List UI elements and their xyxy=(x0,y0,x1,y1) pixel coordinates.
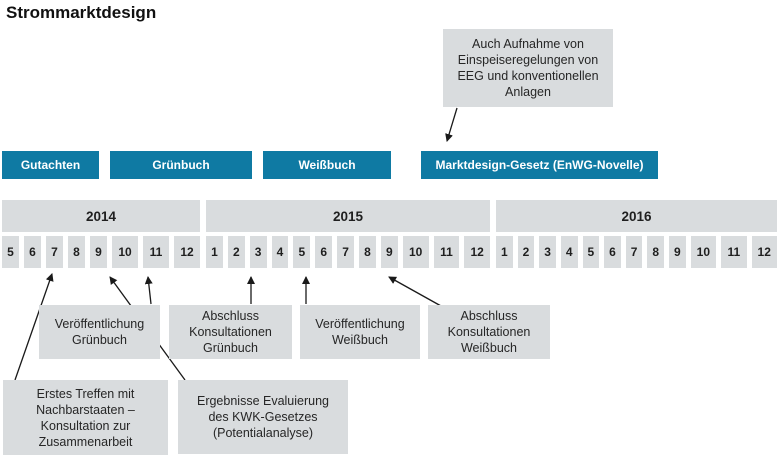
month-cell: 2 xyxy=(227,236,245,268)
month-cell: 8 xyxy=(359,236,376,268)
month-row-2016: 1 2 3 4 5 6 7 8 9 10 11 12 xyxy=(496,236,777,268)
month-cell: 2 xyxy=(517,236,535,268)
month-cell: 11 xyxy=(721,236,747,268)
month-cell: 1 xyxy=(496,236,513,268)
phase-bar-gutachten: Gutachten xyxy=(2,151,99,179)
month-cell: 6 xyxy=(24,236,41,268)
month-cell: 8 xyxy=(647,236,664,268)
month-cell: 10 xyxy=(690,236,717,268)
month-cell: 12 xyxy=(174,236,200,268)
year-cell-2015: 2015 xyxy=(206,200,490,232)
month-cell: 9 xyxy=(380,236,398,268)
month-row-2015: 1 2 3 4 5 6 7 8 9 10 11 12 xyxy=(206,236,491,268)
phase-bar-marktdesign-gesetz: Marktdesign-Gesetz (EnWG-Novelle) xyxy=(421,151,658,179)
phase-bar-weissbuch: Weißbuch xyxy=(263,151,391,179)
month-cell: 9 xyxy=(90,236,107,268)
callout-abschluss-konsultationen-weissbuch: Abschluss Konsultationen Weißbuch xyxy=(428,305,550,359)
month-cell: 1 xyxy=(206,236,223,268)
month-cell: 9 xyxy=(669,236,686,268)
annotation-enwg-note: Auch Aufnahme von Einspeiseregelungen vo… xyxy=(443,29,613,107)
month-cell: 6 xyxy=(315,236,333,268)
month-cell: 4 xyxy=(560,236,578,268)
callout-abschluss-konsultationen-gruenbuch: Abschluss Konsultationen Grünbuch xyxy=(169,305,292,359)
month-cell: 5 xyxy=(582,236,600,268)
month-cell: 11 xyxy=(433,236,460,268)
month-cell: 7 xyxy=(625,236,643,268)
month-cell: 3 xyxy=(249,236,267,268)
month-cell: 7 xyxy=(46,236,63,268)
page-title: Strommarktdesign xyxy=(6,3,157,22)
month-cell: 12 xyxy=(464,236,491,268)
month-cell: 7 xyxy=(337,236,355,268)
callout-erstes-treffen-nachbarstaaten: Erstes Treffen mit Nachbarstaaten – Kons… xyxy=(3,380,168,455)
year-cell-2014: 2014 xyxy=(2,200,200,232)
month-cell: 5 xyxy=(293,236,311,268)
month-row-2014: 5 6 7 8 9 10 11 12 xyxy=(2,236,200,268)
month-cell: 11 xyxy=(143,236,169,268)
year-cell-2016: 2016 xyxy=(496,200,777,232)
callout-ergebnisse-kwk-gesetz: Ergebnisse Evaluierung des KWK-Gesetzes … xyxy=(178,380,348,454)
phase-bar-gruenbuch: Grünbuch xyxy=(110,151,252,179)
month-cell: 3 xyxy=(539,236,556,268)
month-cell: 4 xyxy=(271,236,289,268)
callout-veroeffentlichung-gruenbuch: Veröffentlichung Grünbuch xyxy=(39,305,160,359)
callout-veroeffentlichung-weissbuch: Veröffentlichung Weißbuch xyxy=(300,305,420,359)
month-cell: 5 xyxy=(2,236,19,268)
month-cell: 10 xyxy=(402,236,429,268)
month-cell: 12 xyxy=(751,236,777,268)
month-cell: 8 xyxy=(68,236,85,268)
month-cell: 6 xyxy=(604,236,621,268)
month-cell: 10 xyxy=(112,236,138,268)
